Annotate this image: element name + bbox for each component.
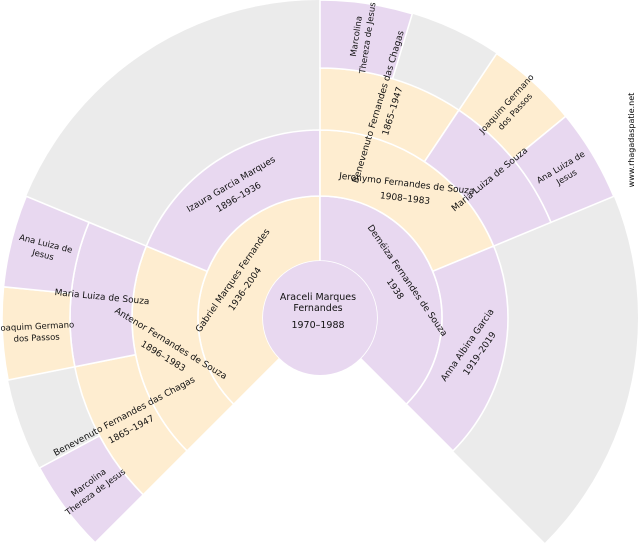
root-name-line: Fernandes bbox=[293, 303, 342, 314]
root-person[interactable]: Araceli Marques Fernandes 1970–1988 bbox=[263, 261, 377, 375]
root-name-line: Araceli Marques bbox=[280, 292, 356, 303]
ancestor-wedge[interactable] bbox=[405, 245, 509, 453]
site-watermark: www.rhagadaspatie.net bbox=[627, 93, 636, 188]
ancestor-wedge[interactable] bbox=[38, 434, 145, 544]
ancestor-wedge[interactable] bbox=[2, 195, 91, 295]
root-dates: 1970–1988 bbox=[291, 320, 344, 331]
ancestor-wedges bbox=[1, 0, 615, 544]
ancestor-wedge[interactable] bbox=[319, 0, 414, 80]
ancestor-name: dos Passos bbox=[13, 332, 60, 344]
ancestor-wedge[interactable] bbox=[512, 115, 615, 224]
ancestor-name: Joaquim Germano bbox=[0, 320, 74, 334]
root-circle[interactable] bbox=[263, 261, 377, 375]
